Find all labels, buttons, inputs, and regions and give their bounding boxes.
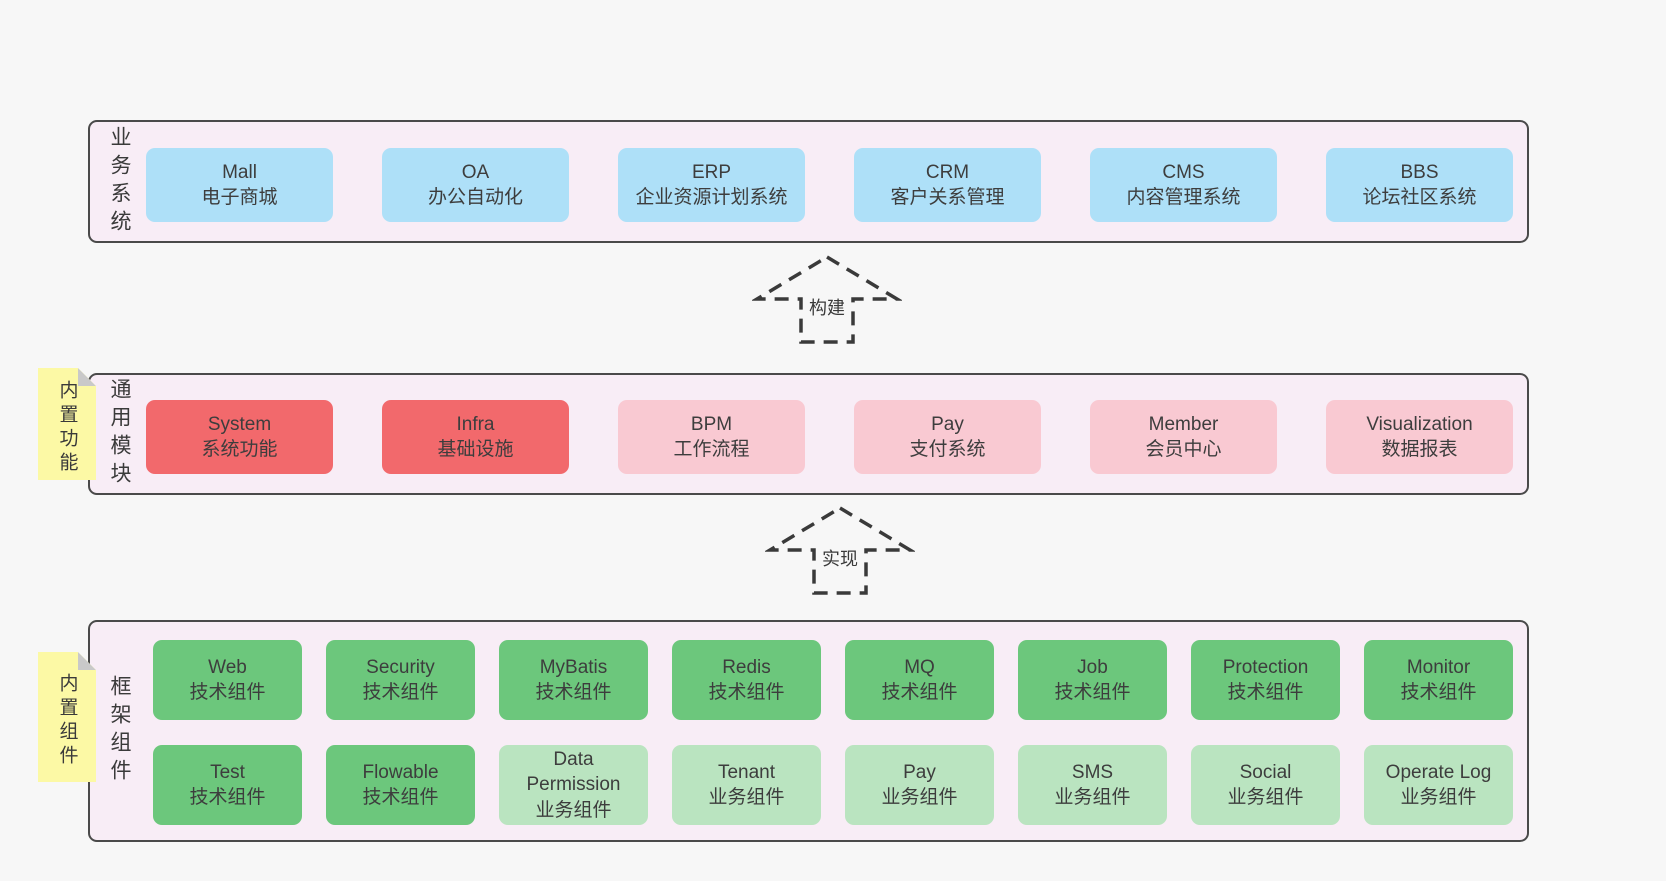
band-business-systems: 业务系统 Mall 电子商城 OA 办公自动化 ERP 企业资源计划系统 CRM…	[88, 120, 1529, 243]
node-title: Redis	[722, 656, 771, 678]
node-title: Infra	[456, 413, 495, 435]
node-subtitle: 业务组件	[535, 799, 612, 821]
node-monitor: Monitor 技术组件	[1364, 640, 1513, 720]
node-title: MyBatis	[539, 656, 608, 678]
node-oa: OA 办公自动化	[382, 148, 569, 222]
node-protection: Protection 技术组件	[1191, 640, 1340, 720]
band-label-business-systems: 业务系统	[108, 125, 131, 238]
node-subtitle: 技术组件	[708, 682, 785, 703]
node-subtitle: 基础设施	[437, 439, 514, 460]
node-title: Mall	[222, 161, 257, 183]
node-subtitle: 技术组件	[1054, 682, 1131, 703]
node-subtitle: 技术组件	[1400, 682, 1477, 703]
node-visualization: Visualization 数据报表	[1326, 400, 1513, 474]
node-title: Visualization	[1366, 413, 1473, 435]
node-flowable: Flowable 技术组件	[326, 745, 475, 825]
node-title: Social	[1239, 761, 1292, 783]
node-operate-log: Operate Log 业务组件	[1364, 745, 1513, 825]
node-title: Member	[1148, 413, 1219, 435]
node-subtitle: 数据报表	[1381, 439, 1458, 460]
arrow-implement: 实现	[765, 503, 915, 598]
node-tenant: Tenant 业务组件	[672, 745, 821, 825]
node-title: Tenant	[717, 761, 776, 783]
node-title: CRM	[925, 161, 970, 183]
arrow-up-icon	[765, 505, 915, 595]
node-title: Web	[208, 656, 247, 678]
node-title: OA	[461, 161, 490, 183]
node-title: Pay	[903, 761, 936, 783]
band-framework-components: 框架组件 Web 技术组件 Security 技术组件 MyBatis 技术组件…	[88, 620, 1529, 842]
node-test: Test 技术组件	[153, 745, 302, 825]
band-label-common-modules: 通用模块	[108, 378, 131, 490]
node-title: BBS	[1400, 161, 1439, 183]
node-subtitle: 论坛社区系统	[1362, 187, 1477, 208]
band-label-framework-components: 框架组件	[108, 675, 131, 787]
node-subtitle: 电子商城	[201, 187, 278, 208]
node-subtitle: 技术组件	[535, 682, 612, 703]
node-mall: Mall 电子商城	[146, 148, 333, 222]
node-subtitle: 办公自动化	[427, 187, 523, 208]
node-sms: SMS 业务组件	[1018, 745, 1167, 825]
node-title: BPM	[690, 413, 733, 435]
node-subtitle: 系统功能	[201, 439, 278, 460]
node-title: Monitor	[1406, 656, 1471, 678]
sticky-note-built-in-features: 内置功能	[38, 368, 96, 480]
node-subtitle: 客户关系管理	[890, 187, 1005, 208]
node-title: MQ	[904, 656, 935, 678]
node-subtitle: 会员中心	[1145, 439, 1222, 460]
node-subtitle: 业务组件	[1227, 787, 1304, 808]
node-title: Test	[210, 761, 245, 783]
node-title: Job	[1077, 656, 1108, 678]
node-mybatis: MyBatis 技术组件	[499, 640, 648, 720]
sticky-note-built-in-components: 内置组件	[38, 652, 96, 782]
node-subtitle: 业务组件	[1054, 787, 1131, 808]
node-subtitle: 技术组件	[189, 787, 266, 808]
node-subtitle: 内容管理系统	[1126, 187, 1241, 208]
node-subtitle: 工作流程	[673, 439, 750, 460]
node-pay: Pay 支付系统	[854, 400, 1041, 474]
node-title: Security	[366, 656, 435, 678]
node-title: ERP	[691, 161, 732, 183]
node-title: Data Permission	[526, 749, 621, 796]
node-crm: CRM 客户关系管理	[854, 148, 1041, 222]
node-subtitle: 企业资源计划系统	[635, 187, 788, 208]
node-system: System 系统功能	[146, 400, 333, 474]
arrow-up-icon	[752, 254, 902, 344]
node-security: Security 技术组件	[326, 640, 475, 720]
node-subtitle: 技术组件	[362, 787, 439, 808]
band-common-modules: 通用模块 System 系统功能 Infra 基础设施 BPM 工作流程 Pay…	[88, 373, 1529, 495]
node-subtitle: 技术组件	[362, 682, 439, 703]
node-pay-biz: Pay 业务组件	[845, 745, 994, 825]
node-title: CMS	[1162, 161, 1205, 183]
node-title: Operate Log	[1385, 761, 1492, 783]
node-job: Job 技术组件	[1018, 640, 1167, 720]
node-subtitle: 支付系统	[909, 439, 986, 460]
node-title: System	[207, 413, 272, 435]
node-subtitle: 技术组件	[881, 682, 958, 703]
node-cms: CMS 内容管理系统	[1090, 148, 1277, 222]
node-member: Member 会员中心	[1090, 400, 1277, 474]
node-subtitle: 业务组件	[1400, 787, 1477, 808]
node-web: Web 技术组件	[153, 640, 302, 720]
node-bbs: BBS 论坛社区系统	[1326, 148, 1513, 222]
node-subtitle: 业务组件	[708, 787, 785, 808]
arrow-implement-label: 实现	[818, 543, 862, 573]
node-infra: Infra 基础设施	[382, 400, 569, 474]
node-title: Pay	[931, 413, 964, 435]
node-bpm: BPM 工作流程	[618, 400, 805, 474]
node-mq: MQ 技术组件	[845, 640, 994, 720]
node-title: Protection	[1222, 656, 1309, 678]
node-subtitle: 业务组件	[881, 787, 958, 808]
arrow-build-label: 构建	[805, 292, 849, 322]
arrow-build: 构建	[752, 252, 902, 347]
node-redis: Redis 技术组件	[672, 640, 821, 720]
node-subtitle: 技术组件	[189, 682, 266, 703]
node-title: SMS	[1071, 761, 1114, 783]
node-data-permission: Data Permission 业务组件	[499, 745, 648, 825]
node-social: Social 业务组件	[1191, 745, 1340, 825]
node-erp: ERP 企业资源计划系统	[618, 148, 805, 222]
node-subtitle: 技术组件	[1227, 682, 1304, 703]
node-title: Flowable	[362, 761, 439, 783]
